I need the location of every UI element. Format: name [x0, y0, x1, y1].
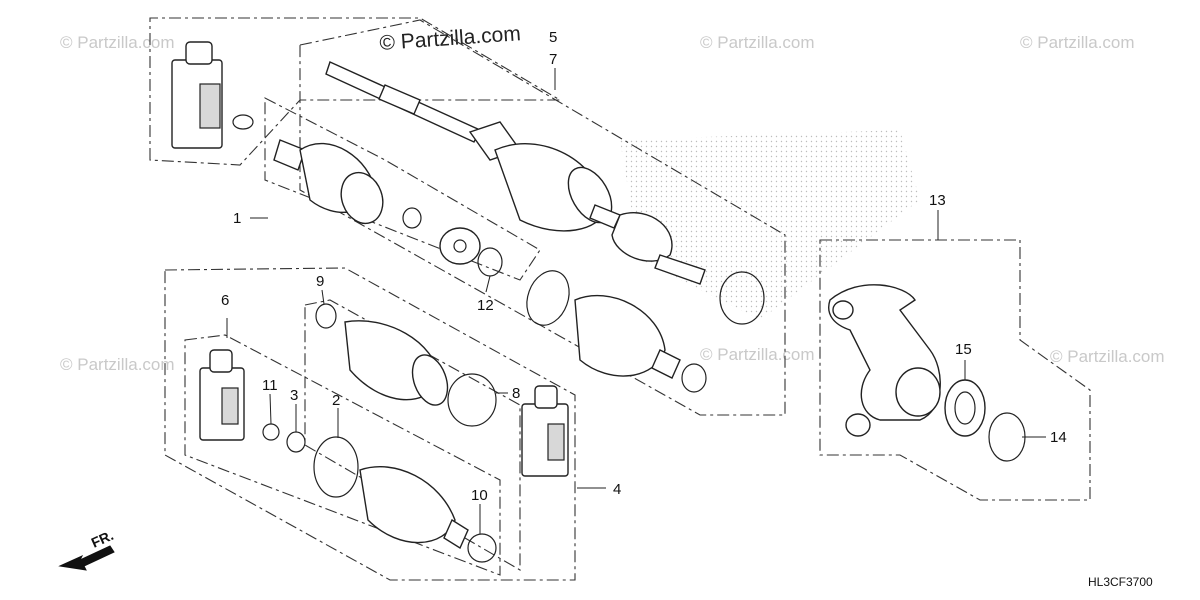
leader-11	[269, 393, 272, 425]
callout-10: 10	[471, 487, 488, 504]
callout-9: 9	[316, 273, 324, 290]
boot-upper	[574, 295, 681, 379]
callout-14: 14	[1050, 429, 1067, 446]
bearing-15	[944, 379, 986, 437]
boot-band-far-right	[719, 271, 765, 325]
circlip-top	[232, 114, 254, 130]
snap-ring-12	[477, 247, 503, 277]
grease-bottle-kit-4	[521, 385, 569, 477]
watermark-top-mid: © Partzilla.com	[700, 33, 815, 52]
tripod-spider	[439, 227, 481, 265]
boot-band-8	[447, 373, 497, 427]
watermark-left-mid: © Partzilla.com	[60, 355, 175, 374]
callout-5: 5	[549, 29, 557, 46]
outboard-joint	[273, 139, 384, 225]
leader-9	[321, 289, 325, 305]
callout-3: 3	[290, 387, 298, 404]
callout-1: 1	[233, 210, 241, 227]
watermark-right-mid: © Partzilla.com	[1050, 347, 1165, 366]
boot-band-10	[467, 533, 497, 563]
group-frame-oil-kit	[149, 17, 563, 166]
callout-12: 12	[477, 297, 494, 314]
group-frame-kit-6	[184, 334, 501, 576]
circlip-3	[286, 431, 306, 453]
watermark-main: © Partzilla.com	[379, 22, 522, 55]
group-frame-boot-kit-8	[304, 299, 521, 571]
watermark-center: © Partzilla.com	[700, 345, 815, 364]
direction-label: FR.	[89, 527, 116, 551]
boot-band-9	[315, 303, 337, 329]
knuckle-13	[828, 284, 941, 437]
snap-ring-14	[988, 412, 1026, 462]
callout-7: 7	[549, 51, 557, 68]
boot-band-2	[313, 436, 359, 498]
watermark-top-left: © Partzilla.com	[60, 33, 175, 52]
boot-band-small-upper	[681, 363, 707, 393]
outer-boot-2	[359, 466, 469, 550]
group-frame-kit-4	[164, 267, 576, 581]
callout-11: 11	[262, 377, 278, 394]
callout-13: 13	[929, 192, 946, 209]
callout-2: 2	[332, 392, 340, 409]
group-frame-driveshaft-5-7	[299, 19, 786, 416]
driveshaft-assembly	[325, 61, 706, 285]
group-frame-joint-1	[264, 97, 541, 281]
callout-6: 6	[221, 292, 229, 309]
small-clip-joint	[402, 207, 422, 229]
boot-band-large-upper	[526, 270, 570, 326]
watermark-top-right: © Partzilla.com	[1020, 33, 1135, 52]
group-frame-knuckle-13	[819, 239, 1091, 501]
diagram-code: HL3CF3700	[1088, 575, 1153, 589]
grease-bottle-kit-6	[199, 349, 245, 441]
arrow-left-down-icon	[58, 545, 115, 571]
circlip-11	[262, 423, 280, 441]
callout-15: 15	[955, 341, 972, 358]
grease-bottle-top	[171, 41, 223, 149]
inner-boot-8	[344, 320, 449, 406]
callout-8: 8	[512, 385, 520, 402]
leader-12	[485, 275, 491, 293]
callout-4: 4	[613, 481, 621, 498]
